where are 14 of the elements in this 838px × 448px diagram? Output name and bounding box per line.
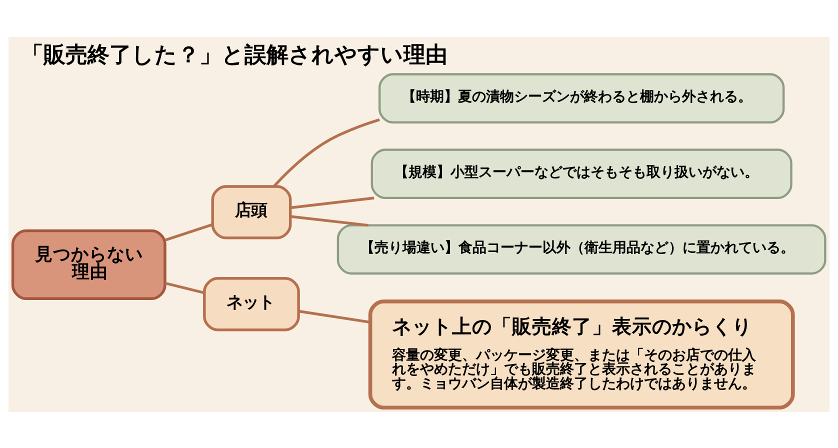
node-box: 【時期】夏の漬物シーズンが終わると棚から外される。: [378, 72, 785, 123]
node-box: ネット: [203, 276, 300, 331]
node-box: 【規模】小型スーパーなどではそもそも取り扱いがない。: [370, 148, 792, 199]
node-box: 【売り場違い】食品コーナー以外（衛生用品など）に置かれている。: [336, 224, 826, 274]
node-box: 店頭: [211, 184, 292, 239]
connector: [164, 281, 205, 294]
connector: [298, 309, 370, 324]
connector: [290, 196, 374, 209]
node-box: ネット上の「販売終了」表示のからくり 容量の変更、パッケージ変更、または「そのお店での仕入れをやめただけ」でも販売終了と表示されることがあります。ミョウバン自体が製造終了したわけではありません。: [368, 299, 795, 410]
connector: [273, 118, 380, 187]
node-box: 見つからない理由: [11, 228, 166, 300]
connector: [164, 222, 213, 241]
diagram-title: 「販売終了した？」と誤解されやすい理由: [22, 42, 448, 68]
connector: [290, 214, 368, 226]
